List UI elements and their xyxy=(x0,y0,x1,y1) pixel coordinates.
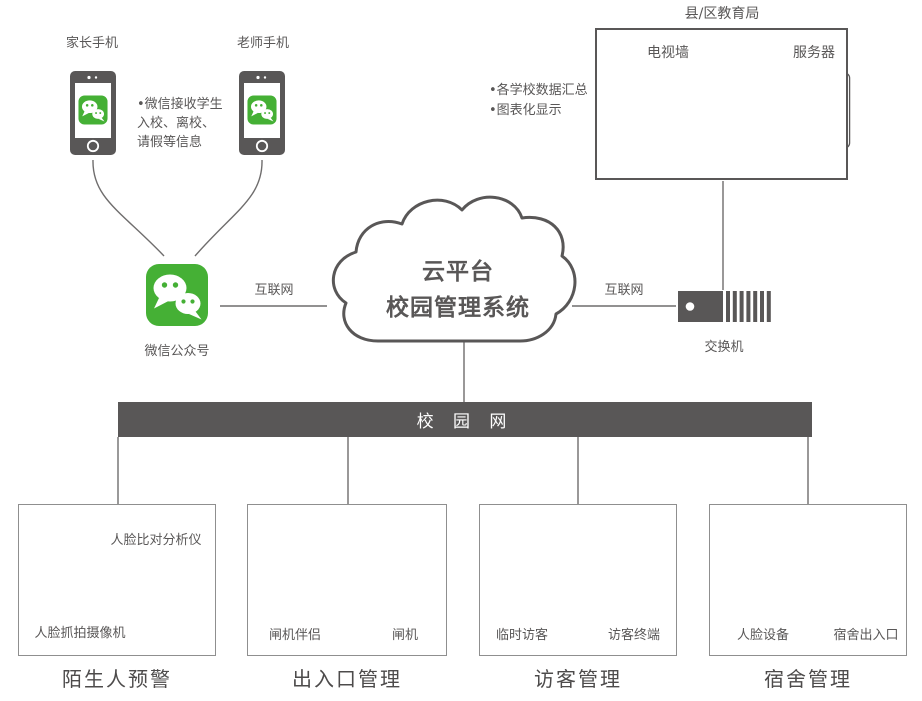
wechat-note-line1: •微信接收学生 xyxy=(137,97,223,112)
cloud-title-line1: 云平台 xyxy=(422,259,494,285)
gate-label: 闸机 xyxy=(391,628,418,643)
module-box-dorm xyxy=(709,504,907,656)
teacher-phone-curve xyxy=(194,159,263,257)
bureau-title: 县/区教育局 xyxy=(684,6,760,22)
face-device-label: 人脸设备 xyxy=(736,628,789,643)
parent-phone-icon xyxy=(70,71,116,155)
gate-companion-label: 闸机伴侣 xyxy=(268,628,321,643)
bureau-box xyxy=(595,28,848,180)
module-box-stranger xyxy=(18,504,216,656)
module-title-stranger: 陌生人预警 xyxy=(62,667,172,691)
module-box-visitor xyxy=(479,504,677,656)
bureau-bullet-2: •图表化显示 xyxy=(489,103,562,118)
wechat-note: •微信接收学生 入校、离校、 请假等信息 xyxy=(137,95,223,152)
wechat-note-line2: 入校、离校、 xyxy=(137,116,216,131)
parent-phone-label: 家长手机 xyxy=(66,36,119,51)
switch-label: 交换机 xyxy=(704,340,744,355)
campus-network-bar: 校 园 网 xyxy=(118,402,812,437)
module-box-entrance xyxy=(247,504,447,656)
module-title-dorm: 宿舍管理 xyxy=(764,667,852,691)
dorm-exit-label: 宿舍出入口 xyxy=(833,628,899,643)
bureau-bullet-1: •各学校数据汇总 xyxy=(489,83,588,98)
parent-phone-curve xyxy=(92,159,165,257)
tv-wall-label: 电视墙 xyxy=(647,45,689,61)
module-title-entrance: 出入口管理 xyxy=(292,667,402,691)
cloud-title-line2: 校园管理系统 xyxy=(386,295,530,321)
server-label: 服务器 xyxy=(793,45,835,61)
wechat-note-line3: 请假等信息 xyxy=(137,135,203,150)
analyzer-label: 人脸比对分析仪 xyxy=(110,533,202,548)
switch-icon xyxy=(678,291,771,322)
visitor-terminal-label: 访客终端 xyxy=(607,628,660,643)
capture-camera-label: 人脸抓拍摄像机 xyxy=(34,626,126,641)
teacher-phone-label: 老师手机 xyxy=(237,36,290,51)
cloud-shape xyxy=(331,195,577,343)
internet-label-left: 互联网 xyxy=(254,283,294,298)
wechat-account-label: 微信公众号 xyxy=(144,344,210,359)
module-title-visitor: 访客管理 xyxy=(534,667,622,691)
wechat-public-account-icon xyxy=(146,264,208,326)
teacher-phone-icon xyxy=(239,71,285,155)
internet-label-right: 互联网 xyxy=(604,283,644,298)
temp-visitor-label: 临时访客 xyxy=(495,628,548,643)
